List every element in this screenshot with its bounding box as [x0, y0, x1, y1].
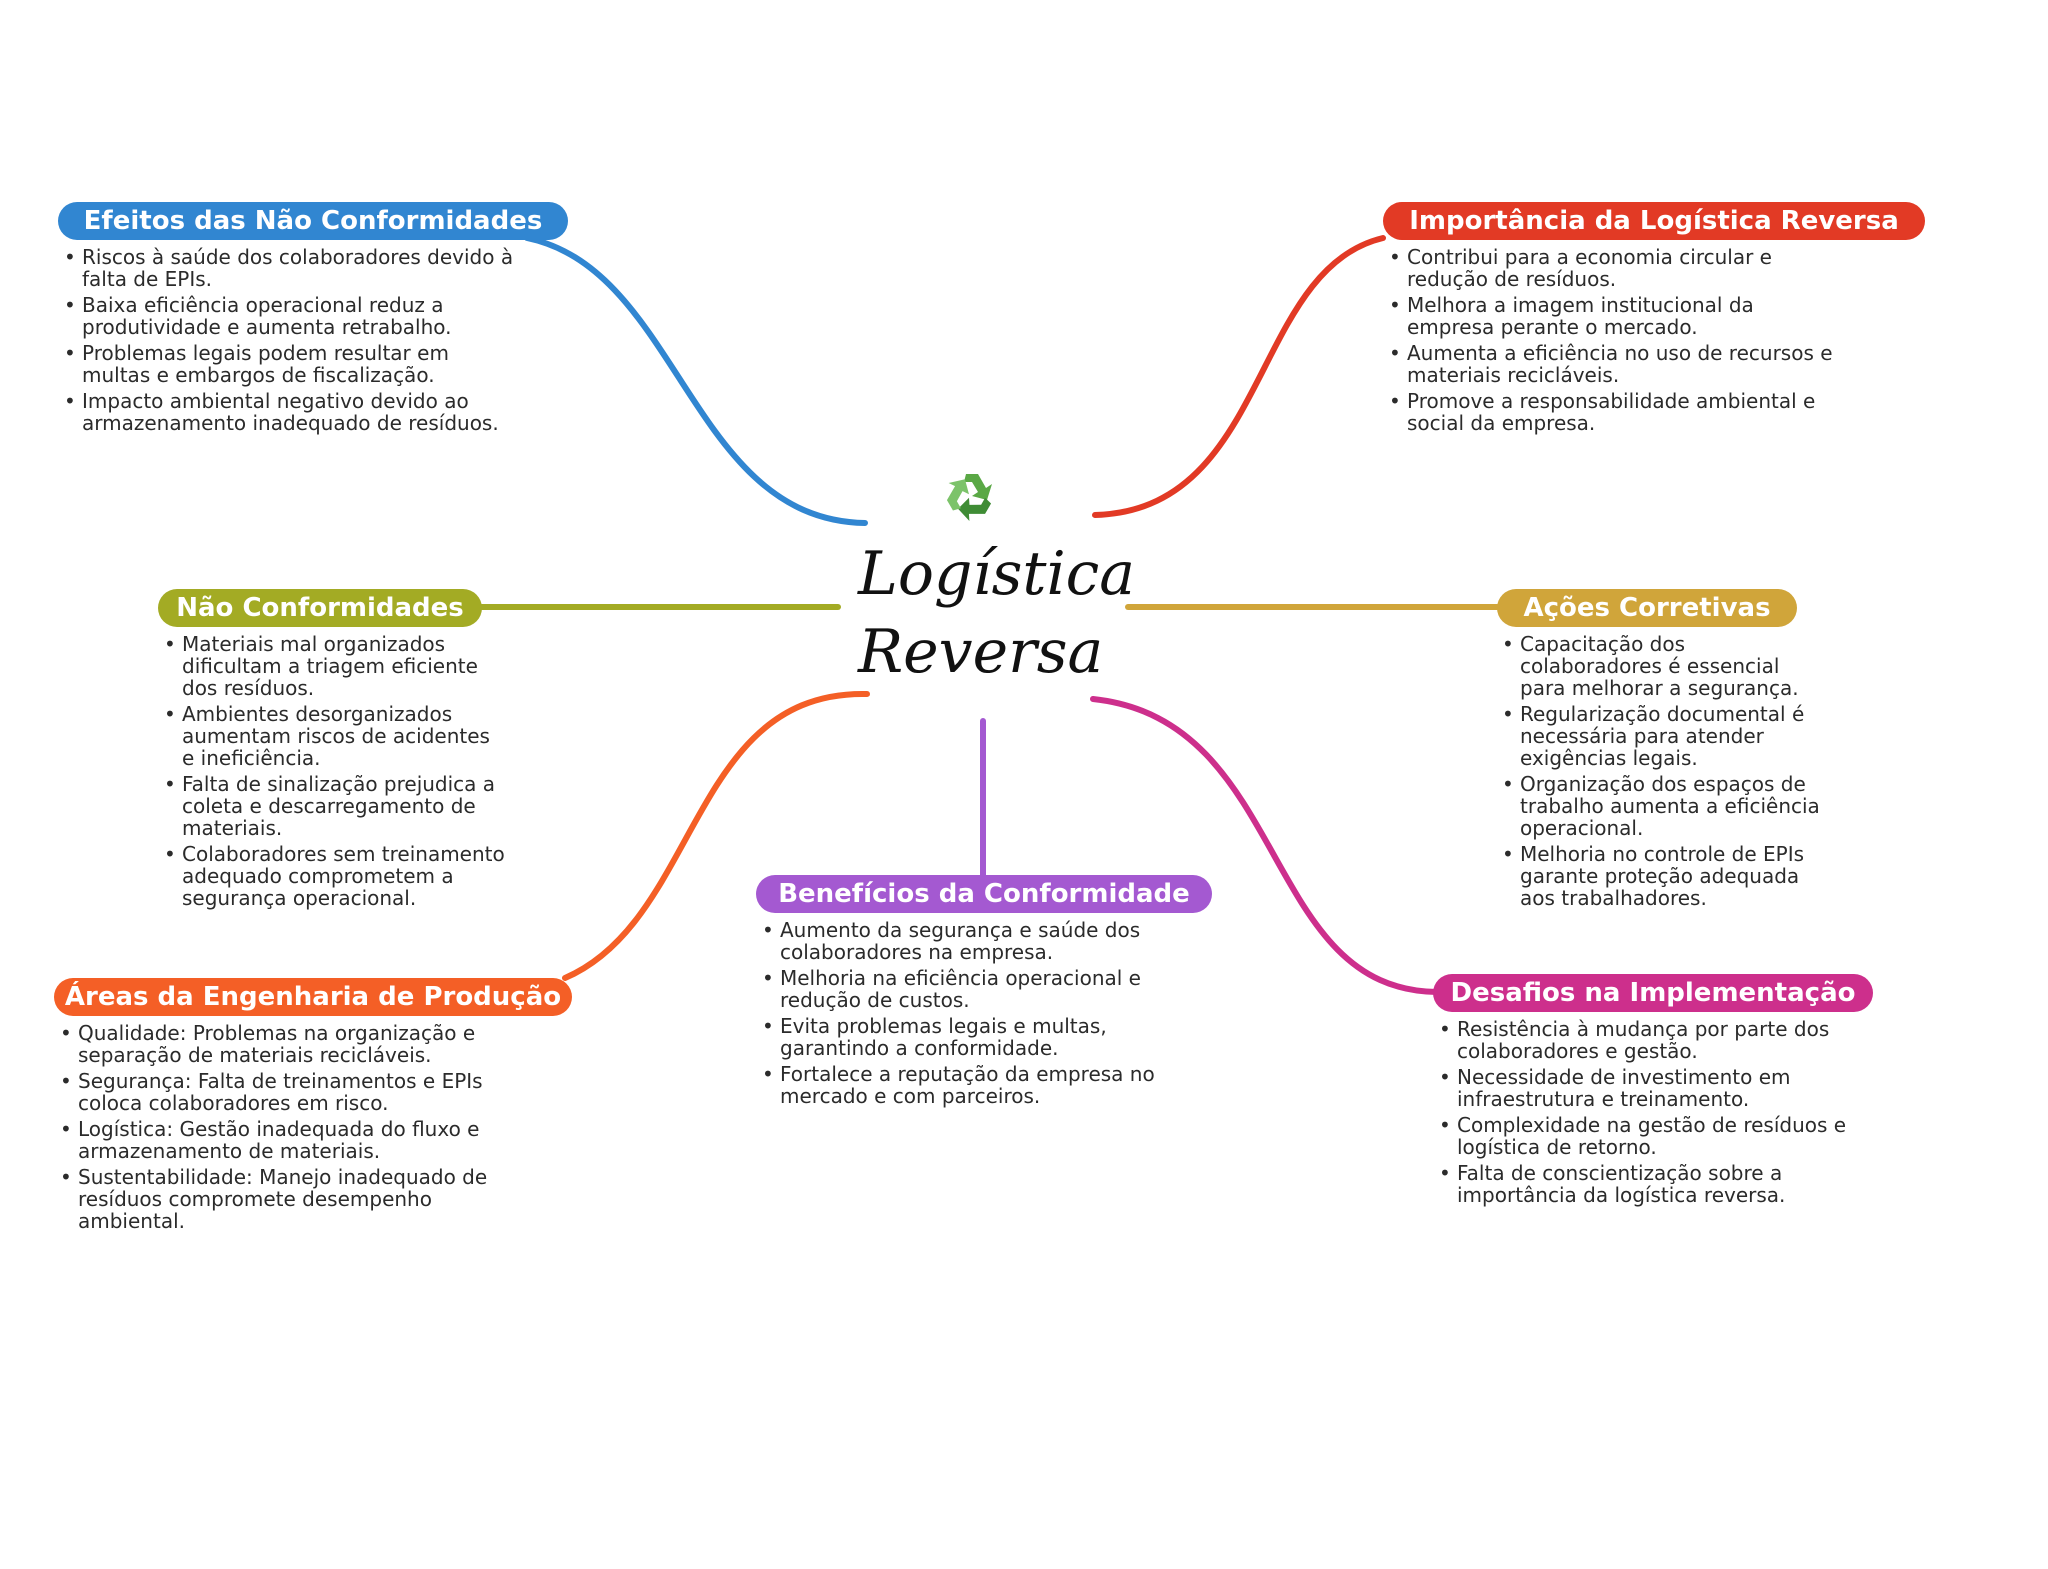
list-item: Necessidade de investimento em infraestr… — [1435, 1066, 1855, 1110]
list-item: Sustentabilidade: Manejo inadequado de r… — [56, 1166, 506, 1232]
list-item: Fortalece a reputação da empresa no merc… — [758, 1063, 1183, 1107]
list-item: Colaboradores sem treinamento adequado c… — [160, 843, 505, 909]
branch-list-desafios: Resistência à mudança por parte dos cola… — [1435, 1018, 1855, 1210]
list-item: Qualidade: Problemas na organização e se… — [56, 1022, 506, 1066]
list-item: Regularização documental é necessária pa… — [1498, 703, 1828, 769]
branch-title-importancia: Importância da Logística Reversa — [1383, 202, 1925, 240]
branch-list-beneficios: Aumento da segurança e saúde dos colabor… — [758, 919, 1183, 1111]
recycle-icon — [938, 462, 1002, 530]
branch-title-nao-conformidades: Não Conformidades — [158, 589, 482, 627]
branch-title-beneficios: Benefícios da Conformidade — [756, 875, 1212, 913]
list-item: Organização dos espaços de trabalho aume… — [1498, 773, 1828, 839]
branch-list-efeitos: Riscos à saúde dos colaboradores devido … — [60, 246, 520, 438]
list-item: Falta de conscientização sobre a importâ… — [1435, 1162, 1855, 1206]
central-topic: Logística Reversa — [858, 535, 1136, 691]
list-item: Segurança: Falta de treinamentos e EPIs … — [56, 1070, 506, 1114]
branch-title-areas: Áreas da Engenharia de Produção — [54, 978, 572, 1016]
branch-list-acoes: Capacitação dos colaboradores é essencia… — [1498, 633, 1828, 913]
central-title-line2: Reversa — [858, 617, 1104, 687]
connector-efeitos — [524, 235, 868, 526]
list-item: Evita problemas legais e multas, garanti… — [758, 1015, 1183, 1059]
list-item: Melhoria na eficiência operacional e red… — [758, 967, 1183, 1011]
branch-list-areas: Qualidade: Problemas na organização e se… — [56, 1022, 506, 1236]
list-item: Melhoria no controle de EPIs garante pro… — [1498, 843, 1828, 909]
list-item: Complexidade na gestão de resíduos e log… — [1435, 1114, 1855, 1158]
connector-importancia — [1092, 235, 1386, 518]
list-item: Baixa eficiência operacional reduz a pro… — [60, 294, 520, 338]
connector-desafios — [1090, 696, 1440, 995]
list-item: Contribui para a economia circular e red… — [1385, 246, 1835, 290]
list-item: Resistência à mudança por parte dos cola… — [1435, 1018, 1855, 1062]
list-item: Logística: Gestão inadequada do fluxo e … — [56, 1118, 506, 1162]
list-item: Ambientes desorganizados aumentam riscos… — [160, 703, 505, 769]
connector-areas — [562, 690, 870, 981]
list-item: Impacto ambiental negativo devido ao arm… — [60, 390, 520, 434]
branch-title-efeitos: Efeitos das Não Conformidades — [58, 202, 568, 240]
central-title-line1: Logística — [858, 539, 1136, 609]
branch-list-nao-conformidades: Materiais mal organizados dificultam a t… — [160, 633, 505, 913]
branch-title-desafios: Desafios na Implementação — [1433, 974, 1873, 1012]
branch-list-importancia: Contribui para a economia circular e red… — [1385, 246, 1835, 438]
list-item: Problemas legais podem resultar em multa… — [60, 342, 520, 386]
list-item: Riscos à saúde dos colaboradores devido … — [60, 246, 520, 290]
list-item: Materiais mal organizados dificultam a t… — [160, 633, 505, 699]
list-item: Aumenta a eficiência no uso de recursos … — [1385, 342, 1835, 386]
list-item: Aumento da segurança e saúde dos colabor… — [758, 919, 1183, 963]
branch-title-acoes: Ações Corretivas — [1497, 589, 1797, 627]
list-item: Falta de sinalização prejudica a coleta … — [160, 773, 505, 839]
list-item: Promove a responsabilidade ambiental e s… — [1385, 390, 1835, 434]
list-item: Melhora a imagem institucional da empres… — [1385, 294, 1835, 338]
list-item: Capacitação dos colaboradores é essencia… — [1498, 633, 1828, 699]
